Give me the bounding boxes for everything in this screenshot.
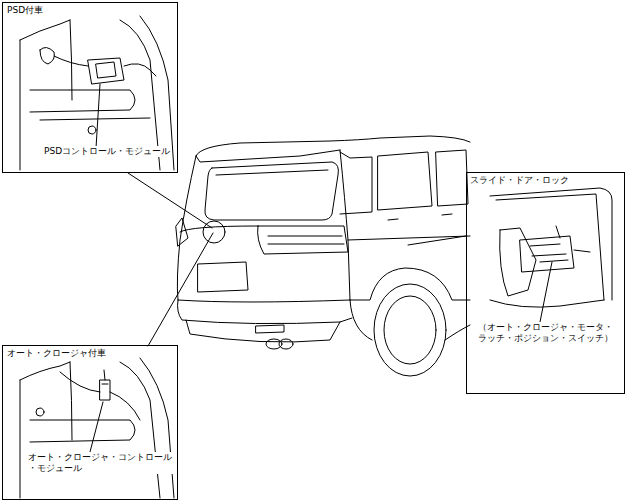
part-label: （オート・クロージャ・モータ・ラッチ・ポジション・スイッチ） bbox=[477, 322, 619, 344]
part-label: オート・クロージャ・コントロール・モジュール bbox=[27, 452, 175, 474]
door-lock-detail-sketch bbox=[490, 188, 612, 322]
closure-detail-sketch bbox=[20, 358, 174, 498]
box-heading: オート・クロージャ付車 bbox=[6, 348, 107, 359]
leader-line bbox=[128, 173, 466, 346]
psd-detail-sketch bbox=[20, 16, 174, 170]
part-label: PSDコントロール・モジュール bbox=[43, 146, 171, 157]
car-body bbox=[176, 136, 470, 376]
callout-box: スライド・ドア・ロック （オート・クロージャ・モータ・ラッチ・ポジション・スイッチ… bbox=[466, 172, 625, 394]
callout-box: PSD付車 PSDコントロール・モジュール bbox=[2, 2, 178, 173]
box-heading: スライド・ドア・ロック bbox=[469, 175, 570, 186]
callout-box: オート・クロージャ付車オート・クロージャ・コントロール・モジュール bbox=[2, 345, 178, 500]
box-heading: PSD付車 bbox=[6, 5, 44, 16]
